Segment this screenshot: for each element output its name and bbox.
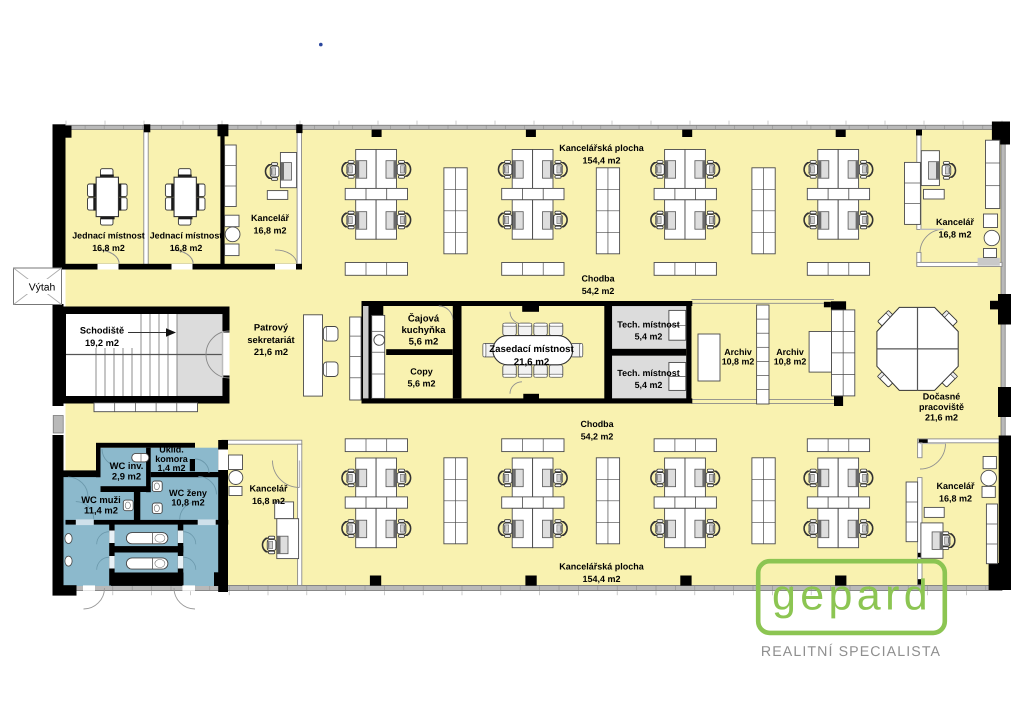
svg-text:Kancelářská plocha: Kancelářská plocha xyxy=(559,143,645,153)
svg-text:1,4 m2: 1,4 m2 xyxy=(157,463,185,473)
svg-text:Copy: Copy xyxy=(410,367,433,377)
svg-text:16,8 m2: 16,8 m2 xyxy=(170,243,203,253)
svg-text:WC ženy: WC ženy xyxy=(169,488,208,498)
svg-text:WC muži: WC muži xyxy=(81,494,121,505)
svg-text:Kancelář: Kancelář xyxy=(936,217,975,227)
svg-text:54,2 m2: 54,2 m2 xyxy=(582,286,615,296)
svg-text:Jednací místnost: Jednací místnost xyxy=(72,231,145,241)
svg-text:Dočasné: Dočasné xyxy=(923,392,961,402)
svg-text:21,6 m2: 21,6 m2 xyxy=(254,347,288,357)
svg-text:154,4 m2: 154,4 m2 xyxy=(582,574,620,584)
svg-text:16,8 m2: 16,8 m2 xyxy=(92,243,125,253)
svg-text:5,6 m2: 5,6 m2 xyxy=(409,337,439,348)
svg-text:Tech. místnost: Tech. místnost xyxy=(617,320,679,330)
svg-text:5,4 m2: 5,4 m2 xyxy=(635,332,663,342)
svg-text:Kancelář: Kancelář xyxy=(249,484,288,494)
svg-text:19,2 m2: 19,2 m2 xyxy=(85,338,119,348)
svg-text:10,8 m2: 10,8 m2 xyxy=(722,357,755,367)
svg-text:Kancelářská plocha: Kancelářská plocha xyxy=(559,562,645,572)
svg-text:gepard: gepard xyxy=(772,572,932,620)
svg-text:154,4 m2: 154,4 m2 xyxy=(582,156,620,166)
svg-text:REALITNÍ SPECIALISTA: REALITNÍ SPECIALISTA xyxy=(761,643,941,660)
svg-text:54,2 m2: 54,2 m2 xyxy=(581,432,614,442)
svg-text:Jednací místnost: Jednací místnost xyxy=(150,231,223,241)
svg-text:11,4 m2: 11,4 m2 xyxy=(84,505,118,516)
svg-text:21,6 m2: 21,6 m2 xyxy=(514,357,550,368)
svg-text:Zasedací místnost: Zasedací místnost xyxy=(489,344,574,355)
svg-text:16,8 m2: 16,8 m2 xyxy=(938,230,971,240)
svg-text:Chodba: Chodba xyxy=(581,274,614,284)
svg-text:5,6 m2: 5,6 m2 xyxy=(407,379,435,389)
svg-text:21,6 m2: 21,6 m2 xyxy=(925,413,958,423)
svg-text:pracoviště: pracoviště xyxy=(919,402,964,412)
svg-text:Chodba: Chodba xyxy=(580,419,613,429)
svg-text:sekretariát: sekretariát xyxy=(247,335,294,345)
svg-text:komora: komora xyxy=(155,454,189,464)
svg-text:Úklid.: Úklid. xyxy=(159,445,184,455)
svg-text:Archiv: Archiv xyxy=(776,347,804,357)
svg-text:kuchyňka: kuchyňka xyxy=(401,325,446,336)
svg-text:16,8 m2: 16,8 m2 xyxy=(252,496,285,506)
svg-text:Tech. místnost: Tech. místnost xyxy=(617,368,679,378)
svg-text:2,9 m2: 2,9 m2 xyxy=(112,471,141,482)
svg-text:10,8 m2: 10,8 m2 xyxy=(171,498,204,508)
svg-text:Výtah: Výtah xyxy=(29,283,56,294)
svg-text:Patrový: Patrový xyxy=(254,323,289,333)
svg-text:WC inv.: WC inv. xyxy=(110,460,144,471)
svg-text:Schodiště: Schodiště xyxy=(80,326,124,336)
svg-text:16,8 m2: 16,8 m2 xyxy=(939,494,972,504)
svg-text:5,4 m2: 5,4 m2 xyxy=(635,380,663,390)
svg-text:Archiv: Archiv xyxy=(724,347,752,357)
svg-text:Kancelář: Kancelář xyxy=(936,481,975,491)
svg-text:Čajová: Čajová xyxy=(408,313,440,325)
svg-text:10,8 m2: 10,8 m2 xyxy=(774,357,807,367)
svg-text:Kancelář: Kancelář xyxy=(251,213,290,223)
svg-text:16,8 m2: 16,8 m2 xyxy=(253,226,286,236)
